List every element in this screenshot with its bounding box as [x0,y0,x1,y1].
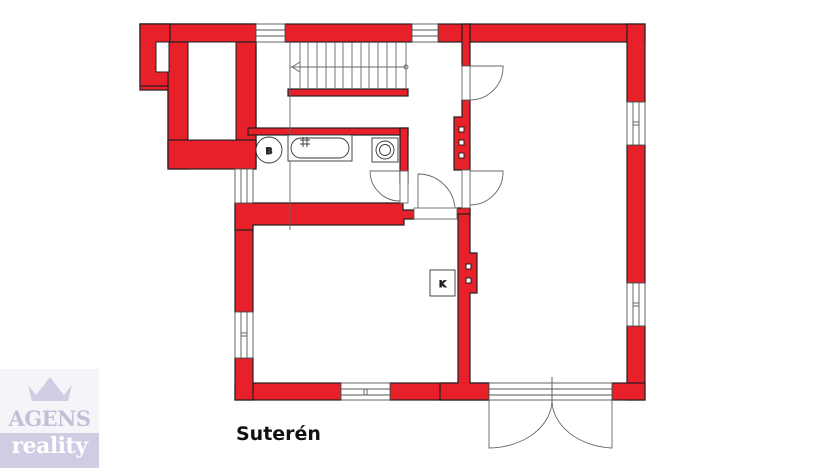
wall-bathroom-bottom [234,202,415,231]
flue-3 [458,152,465,159]
logo-line2: reality [11,433,88,459]
bathtub [287,134,353,162]
boiler-fixture: B [255,136,283,164]
door-bathroom [369,170,409,204]
window-left-room [234,311,254,359]
washing-machine [371,137,399,163]
flue-2 [458,139,465,146]
chimney-box-label: K [439,280,447,290]
window-top-middle [411,23,439,43]
window-right-lower [626,282,646,327]
boiler-label: B [266,147,273,157]
crown-icon [28,377,72,401]
wall-central-chimney-1 [453,99,471,171]
flue-4 [465,263,472,270]
window-right-upper [626,101,646,146]
annex-niche [155,41,170,73]
staircase [289,42,409,230]
floor-title: Suterén [236,423,321,445]
annex-room [187,41,237,141]
french-door-leaves [488,399,613,449]
chimney-box: K [429,269,456,297]
wall-right-1 [626,23,646,103]
door-stair-to-room [461,65,504,101]
wall-bottom-right [611,382,646,401]
window-top-left [255,23,286,43]
wall-right-2 [626,144,646,284]
agens-logo: AGENS reality [0,369,99,468]
wall-left-lower [234,357,254,401]
window-left-bathroom [234,168,254,204]
door-corridor-to-left-room [413,173,458,220]
logo-line1: AGENS [8,406,91,431]
wall-central-top [461,23,471,67]
flue-1 [458,126,465,133]
wall-bathroom-top [247,127,409,136]
window-bottom-left [340,382,391,401]
wall-stair-landing [287,88,409,97]
wall-top-middle [284,23,413,43]
french-door-bottom [488,377,613,401]
wall-central-lower [439,213,490,401]
flue-5 [465,277,472,284]
door-corridor-to-room [461,169,504,209]
wall-annex-bottom [167,139,257,170]
